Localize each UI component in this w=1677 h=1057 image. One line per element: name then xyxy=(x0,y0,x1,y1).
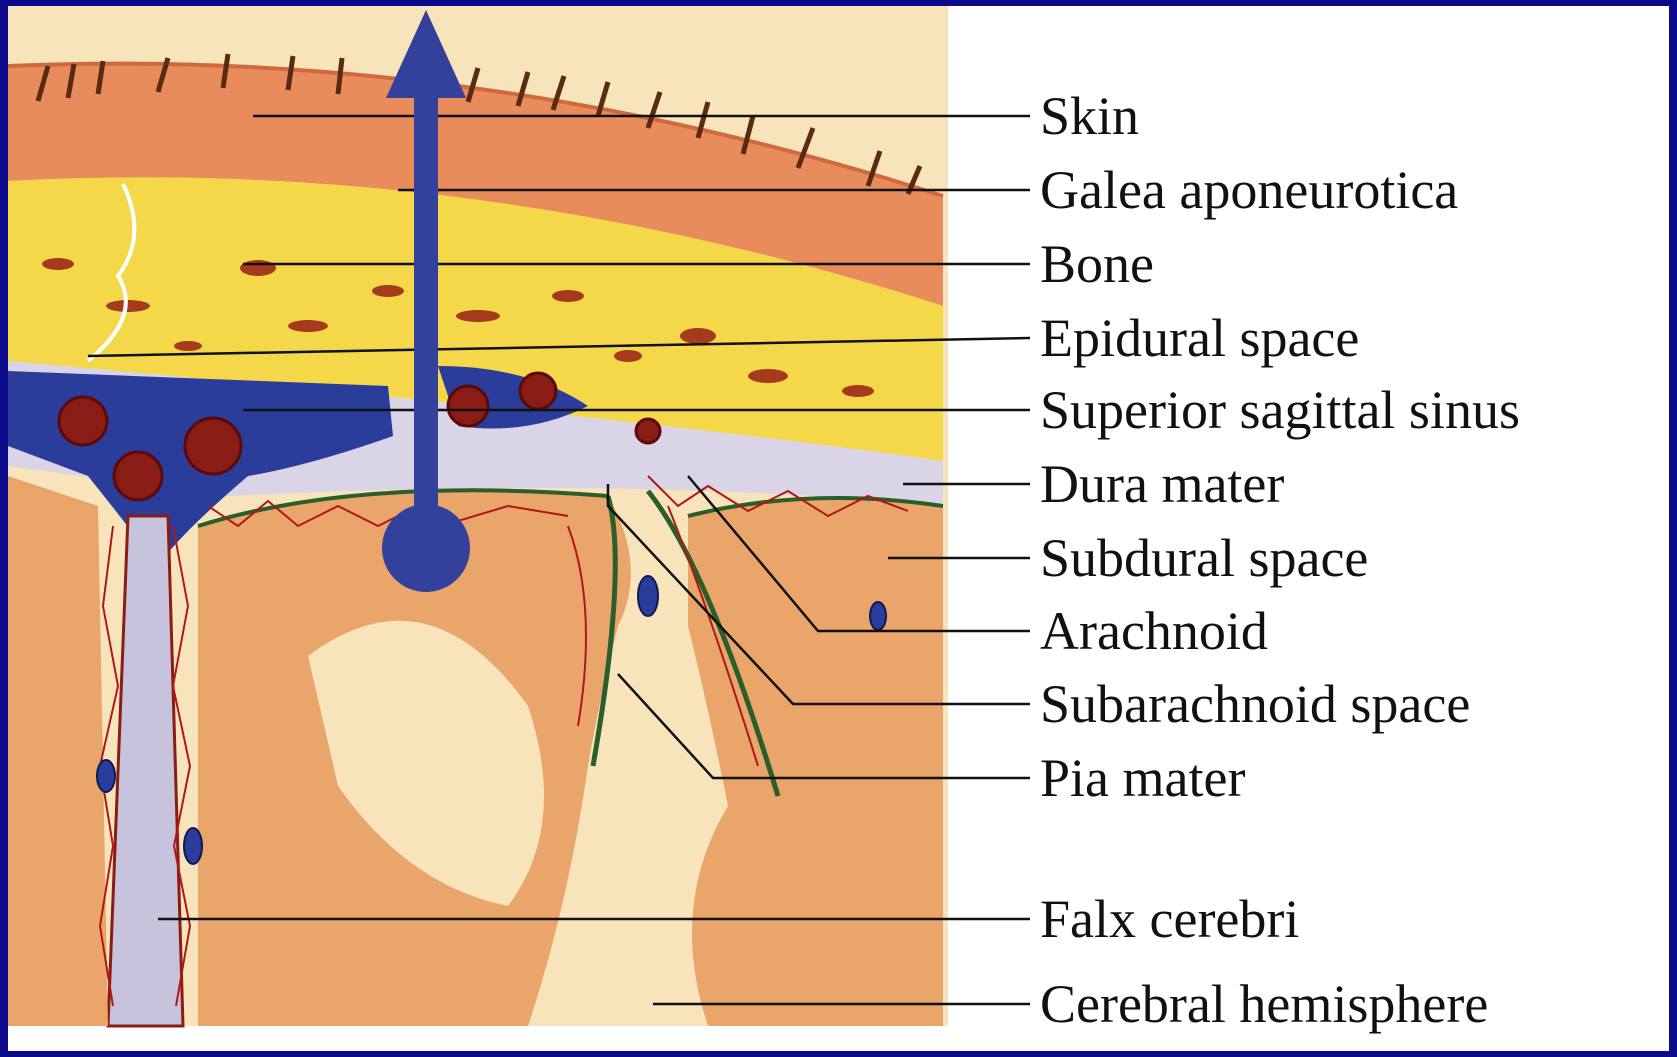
label-arachnoid: Arachnoid xyxy=(1040,604,1268,658)
label-dura-mater: Dura mater xyxy=(1040,457,1284,511)
label-skin: Skin xyxy=(1040,89,1139,143)
label-galea-aponeurotica: Galea aponeurotica xyxy=(1040,163,1458,217)
label-subarachnoid-space: Subarachnoid space xyxy=(1040,677,1470,731)
label-subdural-space: Subdural space xyxy=(1040,531,1368,585)
label-bone: Bone xyxy=(1040,237,1154,291)
label-cerebral-hemisphere: Cerebral hemisphere xyxy=(1040,977,1488,1031)
far-right-cortex xyxy=(688,498,943,1026)
diagram-frame: Skin Galea aponeurotica Bone Epidural sp… xyxy=(8,6,1669,1051)
label-epidural-space: Epidural space xyxy=(1040,311,1359,365)
label-falx-cerebri: Falx cerebri xyxy=(1040,892,1299,946)
left-cortex xyxy=(8,476,108,1026)
label-pia-mater: Pia mater xyxy=(1040,751,1245,805)
label-superior-sagittal-sinus: Superior sagittal sinus xyxy=(1040,383,1520,437)
